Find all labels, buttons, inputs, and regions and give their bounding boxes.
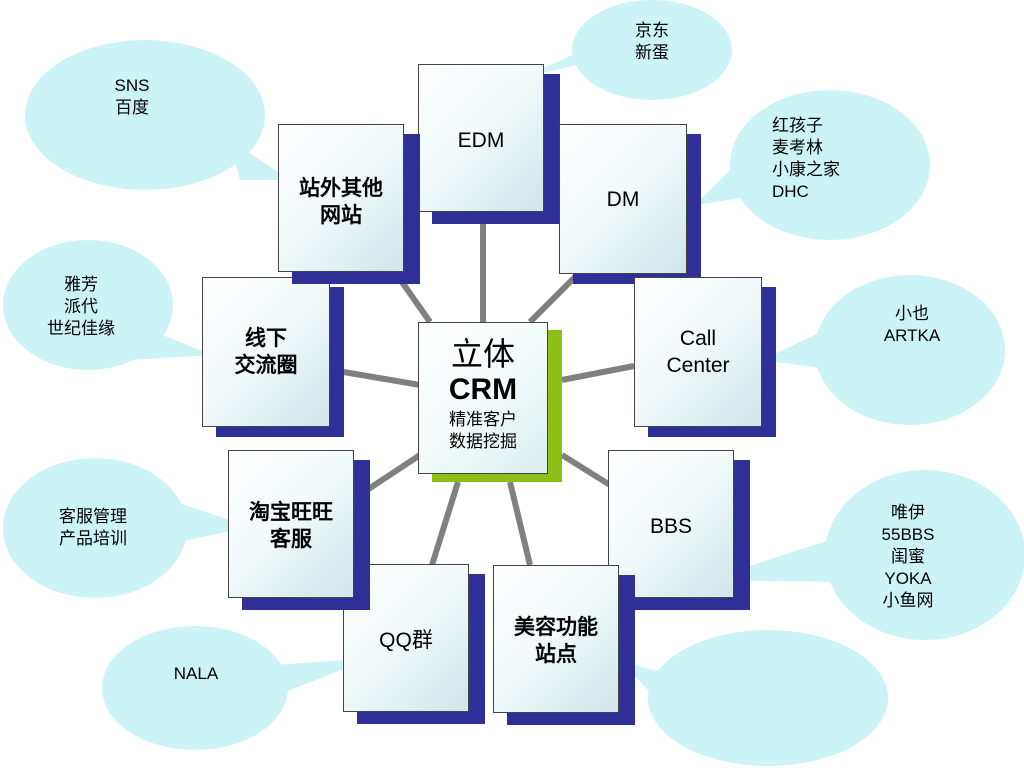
connector-bbs <box>560 452 612 488</box>
node-offsite-label-1: 站外其他 <box>299 177 383 200</box>
node-call-center: Call Center <box>634 277 776 437</box>
note-offline: 雅芳 派代 世纪佳缘 <box>47 275 115 338</box>
node-offsite: 站外其他 网站 <box>278 124 420 284</box>
node-taobao: 淘宝旺旺 客服 <box>228 450 370 610</box>
bubble-call-center <box>762 275 1005 425</box>
node-beauty-label-1: 美容功能 <box>514 616 598 639</box>
bubble-beauty <box>622 630 888 766</box>
center-desc-line-1: 精准客户 <box>449 410 517 429</box>
node-taobao-label-2: 客服 <box>270 528 312 551</box>
note-edm: 京东 新蛋 <box>635 21 669 62</box>
note-taobao: 客服管理 产品培训 <box>59 507 127 548</box>
bubble-dm <box>695 90 930 240</box>
node-beauty: 美容功能 站点 <box>493 565 635 725</box>
connectors <box>331 215 635 566</box>
node-call-center-label-1: Call <box>679 327 717 350</box>
bubble-qq <box>102 626 372 750</box>
note-offsite: SNS 百度 <box>114 76 150 117</box>
node-offline-label-2: 交流圈 <box>234 354 298 377</box>
connector-qq <box>429 481 461 566</box>
node-dm: DM <box>559 124 701 284</box>
node-edm: EDM <box>418 64 560 224</box>
node-offsite-label-2: 网站 <box>320 204 362 227</box>
node-beauty-label-2: 站点 <box>535 643 577 666</box>
center-desc-line-2: 数据挖掘 <box>449 432 517 451</box>
center-subtitle: CRM <box>448 373 518 406</box>
center-node: 立体 CRM 精准客户 数据挖掘 <box>418 322 562 482</box>
node-offline-label-1: 线下 <box>245 327 287 350</box>
node-bbs-label: BBS <box>649 515 693 538</box>
connector-beauty <box>507 481 533 566</box>
connector-dm <box>527 269 583 325</box>
bubble-offsite <box>25 40 290 190</box>
node-bbs: BBS <box>608 450 750 610</box>
center-title: 立体 <box>450 336 515 372</box>
note-qq: NALA <box>173 664 219 683</box>
note-call-center: 小也 ARTKA <box>883 304 941 345</box>
bubble-taobao <box>3 458 250 598</box>
node-offline: 线下 交流圈 <box>202 277 344 437</box>
node-dm-label: DM <box>606 187 640 211</box>
node-call-center-label-2: Center <box>666 354 730 377</box>
bubble-offline <box>3 240 212 370</box>
node-qq-label: QQ群 <box>379 629 433 652</box>
node-edm-label: EDM <box>457 129 505 152</box>
connector-call-center <box>561 363 635 383</box>
connector-offline <box>331 367 421 388</box>
note-bbs: 唯伊 55BBS 闺蜜 YOKA 小鱼网 <box>881 503 935 610</box>
note-dm: 红孩子 麦考林 小康之家 DHC <box>772 116 840 201</box>
node-taobao-label-1: 淘宝旺旺 <box>249 501 333 524</box>
